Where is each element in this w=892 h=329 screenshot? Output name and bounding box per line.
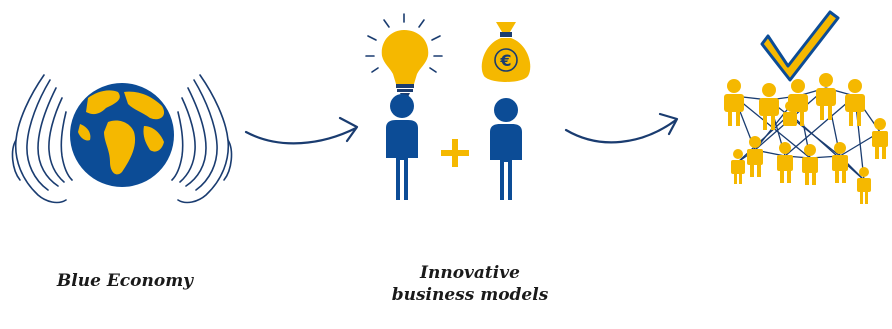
- plus-icon: [441, 139, 469, 167]
- globe-icon: [70, 83, 174, 187]
- checkmark-icon: [760, 10, 840, 82]
- caption-blue-economy-text: Blue Economy: [56, 271, 194, 291]
- person-icon: [386, 94, 418, 200]
- caption-blue-economy: Blue Economy: [30, 270, 220, 292]
- lightbulb-icon: [365, 13, 443, 97]
- left-hand-icon: [11, 74, 73, 204]
- arrow-icon: [564, 112, 679, 144]
- caption-innovative-line2: business models: [391, 285, 549, 305]
- caption-innovative-line1: Innovative: [420, 263, 520, 283]
- money-bag-icon: €: [481, 22, 531, 82]
- right-hand-icon: [171, 74, 233, 204]
- person-icon: [490, 98, 522, 200]
- caption-innovative-business-models: Innovative business models: [370, 262, 570, 306]
- network-icon: [724, 73, 888, 204]
- arrow-icon: [244, 116, 359, 145]
- euro-symbol: €: [499, 51, 511, 70]
